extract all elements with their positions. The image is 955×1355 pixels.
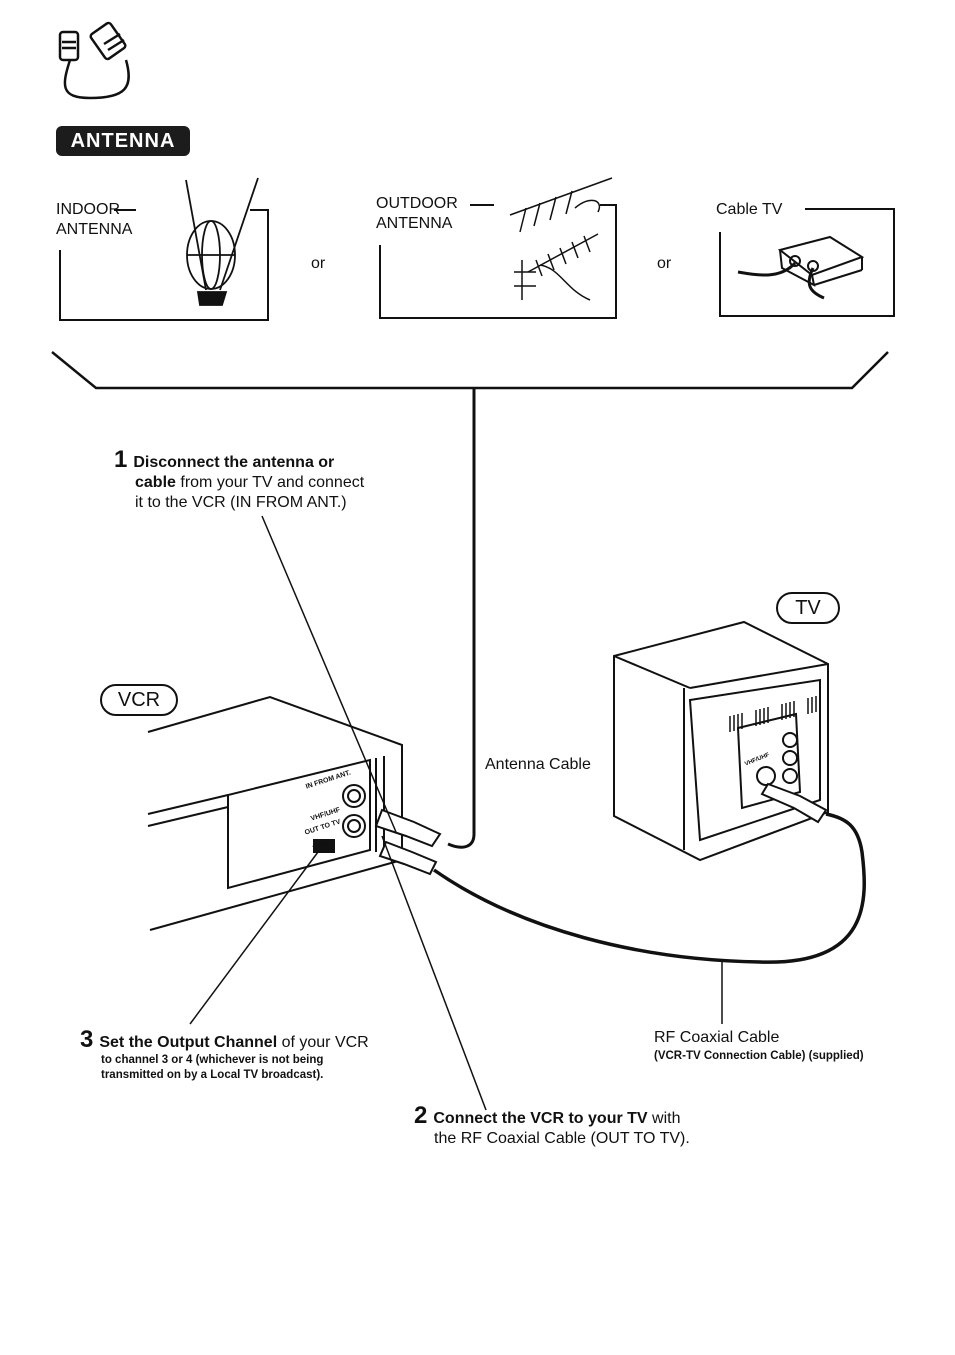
step2-text-main: with [652, 1110, 681, 1127]
step3-small-1: to channel 3 or 4 (whichever is not bein… [101, 1054, 324, 1066]
step2-bold: Connect the VCR to your TV [433, 1110, 648, 1127]
cable-box-icon [737, 235, 865, 300]
or-label-1: or [311, 255, 326, 272]
step2-text: 2 Connect the VCR to your TV with the RF … [414, 1104, 734, 1149]
step2-leader [381, 835, 487, 1111]
step3-leader [189, 851, 319, 1025]
outdoor-antenna-icon [509, 177, 613, 301]
antenna-cable-label: Antenna Cable [485, 756, 591, 773]
step3-bold: Set the Output Channel [99, 1034, 278, 1051]
step2-number: 2 [414, 1102, 428, 1129]
outdoor-antenna-panel [379, 177, 617, 319]
tv-label: TV [776, 592, 840, 624]
indoor-label-1: INDOOR [56, 201, 120, 218]
step3-small-2: transmitted on by a Local TV broadcast). [101, 1069, 324, 1081]
step1-bold-a: Disconnect the antenna or [133, 454, 335, 471]
tv-drawing [613, 620, 829, 862]
indoor-antenna-icon [185, 177, 259, 306]
cable-tv-panel [719, 208, 895, 317]
cable-tv-label: Cable TV [716, 201, 783, 218]
step3-text: 3 Set the Output Channel of your VCR to c… [80, 1028, 420, 1083]
cable-plug-icon [58, 21, 130, 100]
antenna-cable-line [447, 388, 476, 849]
step1-number: 1 [114, 446, 128, 473]
step1-text-c: it to the VCR (IN FROM ANT.) [135, 494, 347, 511]
step1-text-b: from your TV and connect [180, 474, 365, 491]
step2-text-2: the RF Coaxial Cable (OUT TO TV). [434, 1130, 690, 1147]
step1-text: 1 Disconnect the antenna or cable from yo… [114, 448, 414, 513]
step3-text-main: of your VCR [281, 1034, 369, 1051]
or-label-2: or [657, 255, 672, 272]
step1-bold-b: cable [135, 474, 176, 491]
outdoor-label-2: ANTENNA [376, 215, 453, 232]
indoor-antenna-panel [59, 177, 269, 321]
vcr-drawing [147, 695, 442, 931]
antenna-badge: ANTENNA [56, 126, 190, 156]
rf-cable-sublabel: (VCR-TV Connection Cable) (supplied) [654, 1050, 864, 1062]
source-bracket [51, 351, 889, 390]
rf-cable-label: RF Coaxial Cable [654, 1029, 780, 1046]
vcr-label: VCR [100, 684, 178, 716]
indoor-label-2: ANTENNA [56, 221, 133, 238]
rf-coaxial-cable-line [432, 812, 867, 964]
step3-number: 3 [80, 1026, 94, 1053]
outdoor-label-1: OUTDOOR [376, 195, 458, 212]
step1-leader [261, 515, 397, 833]
